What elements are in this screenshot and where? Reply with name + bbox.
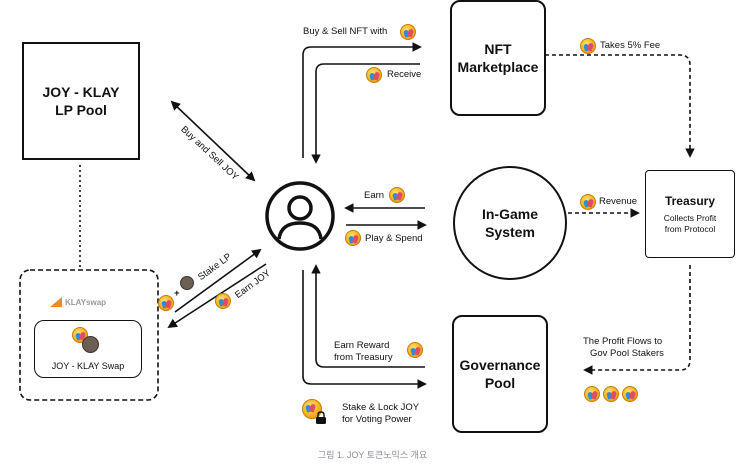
lock-coin-group (302, 399, 328, 425)
treasury-node: Treasury Collects Profit from Protocol (645, 170, 735, 258)
nft-marketplace-node: NFT Marketplace (450, 0, 546, 116)
label-plus: + (174, 288, 180, 299)
governance-line2: Pool (484, 375, 516, 391)
arrow-lp-user (170, 100, 256, 182)
label-play-spend: Play & Spend (365, 233, 423, 244)
lp-pool-line1: JOY - KLAY (42, 84, 120, 100)
nft-marketplace-line1: NFT (484, 41, 512, 57)
user-node (264, 180, 336, 252)
klayswap-swap-box: JOY - KLAY Swap (34, 320, 142, 378)
klayswap-logo: KLAYswap (50, 296, 106, 308)
arrow-user-to-nft (302, 42, 422, 158)
label-buy-sell-nft: Buy & Sell NFT with (303, 26, 388, 37)
lp-pool-node: JOY - KLAY LP Pool (22, 42, 140, 160)
label-earn-reward-2: from Treasury (334, 352, 393, 363)
joy-coin-icon (345, 230, 361, 246)
figure-caption: 그림 1. JOY 토큰노믹스 개요 (317, 450, 428, 460)
in-game-system-node: In-Game System (453, 166, 567, 280)
klayswap-group-frame (19, 269, 159, 401)
joy-coin-icon (603, 386, 619, 402)
joy-coin-icon (580, 194, 596, 210)
joy-coin-icon (407, 342, 423, 358)
joy-coin-icon (366, 67, 382, 83)
arrow-gov-to-user (311, 264, 425, 368)
label-receive: Receive (387, 69, 422, 80)
label-earn-reward-1: Earn Reward (334, 340, 390, 351)
joy-coin-icon (622, 386, 638, 402)
in-game-line1: In-Game (481, 206, 538, 222)
label-earn: Earn (364, 190, 385, 201)
klayswap-swap-label: JOY - KLAY Swap (51, 361, 125, 371)
treasury-title: Treasury (664, 193, 716, 208)
treasury-line1: Collects Profit (663, 212, 717, 223)
klayswap-logo-icon (50, 297, 62, 307)
lp-pool-line2: LP Pool (55, 102, 107, 118)
label-stake-lock-2: for Voting Power (342, 414, 412, 425)
lock-icon (316, 411, 326, 424)
governance-pool-node: Governance Pool (452, 315, 548, 433)
klay-coin-icon (82, 336, 99, 353)
label-stake-lock-1: Stake & Lock JOY (342, 402, 420, 413)
user-icon (265, 181, 335, 251)
label-takes-fee: Takes 5% Fee (600, 40, 661, 51)
joy-coin-icon (215, 293, 231, 309)
joy-coin-icon (584, 386, 600, 402)
arrow-nft-to-treasury (545, 54, 695, 158)
klay-coin-icon (180, 276, 194, 290)
label-profit-flows-2: Gov Pool Stakers (590, 348, 664, 359)
nft-marketplace-line2: Marketplace (457, 59, 539, 75)
arrow-nft-to-user (311, 63, 420, 164)
label-revenue: Revenue (599, 196, 638, 207)
joy-coin-icon (580, 38, 596, 54)
joy-coin-icon (302, 399, 322, 419)
treasury-line2: from Protocol (664, 223, 716, 234)
label-profit-flows-1: The Profit Flows to (583, 336, 663, 347)
arrow-stake-lp (174, 248, 262, 313)
joy-coin-icon (400, 24, 416, 40)
klayswap-logo-text: KLAYswap (65, 297, 107, 307)
in-game-line2: System (485, 224, 535, 240)
joy-coin-icon (158, 295, 174, 311)
governance-line1: Governance (459, 357, 541, 373)
joy-coin-icon (389, 187, 405, 203)
arrow-user-to-gov (302, 270, 427, 389)
